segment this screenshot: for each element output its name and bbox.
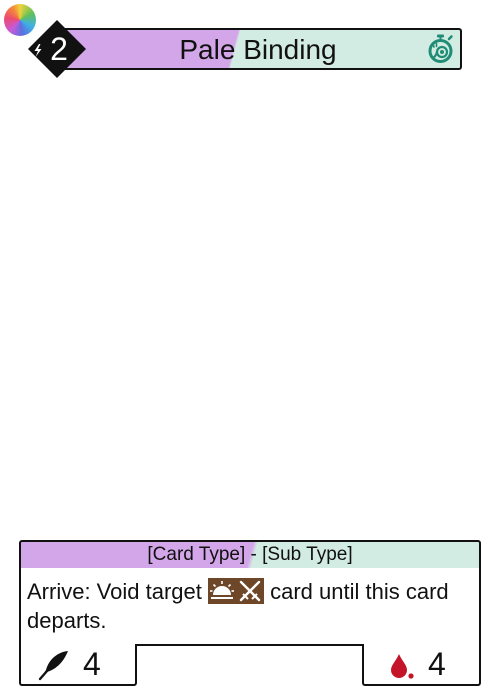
rules-text-box: Arrive: Void target card until this card… <box>19 568 481 646</box>
blood-drop-icon <box>391 654 414 679</box>
health-stat-box: 4 <box>362 644 481 686</box>
power-stat-box: 4 <box>19 644 137 686</box>
cost-value: 2 <box>50 31 68 67</box>
power-value: 4 <box>83 646 101 682</box>
title-bar: Pale Binding <box>54 28 462 70</box>
type-line: [Card Type] - [Sub Type] <box>147 544 353 565</box>
card-name: Pale Binding <box>179 34 337 65</box>
snail-stopwatch-icon <box>428 34 453 63</box>
rules-text-part-2: card until this card departs. <box>27 579 449 633</box>
color-wheel-icon <box>4 4 36 36</box>
feather-quill-icon <box>38 651 68 681</box>
rules-text-part-1: Arrive: Void target <box>27 579 202 604</box>
sunrise-crossed-swords-icon <box>208 578 264 604</box>
cost-diamond <box>28 20 86 78</box>
type-bar: [Card Type] - [Sub Type] <box>19 540 481 570</box>
lightning-bolt-icon <box>34 44 42 57</box>
health-value: 4 <box>428 646 446 682</box>
